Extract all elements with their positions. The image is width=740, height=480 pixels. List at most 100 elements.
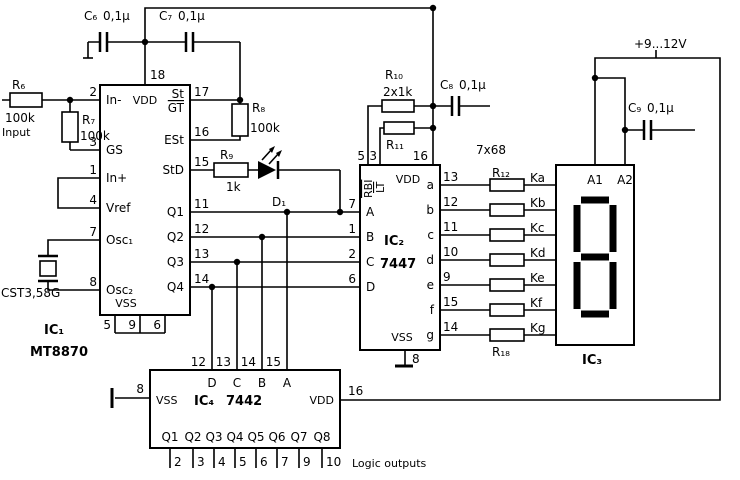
wire-c7-leads: [145, 41, 241, 100]
ic2-seg-d-label: d: [426, 253, 434, 267]
ic4-pin5-num: 5: [239, 455, 247, 469]
ic1-pin5-num: 5: [103, 318, 111, 332]
ic1-pin1-num: 1: [89, 163, 97, 177]
ic2-input-d-label: D: [366, 280, 375, 294]
ic1-pin18-num: 18: [150, 68, 165, 82]
ic2-pin15-num: 15: [443, 295, 458, 309]
display-kg-label: Kg: [530, 321, 546, 335]
ic4-q3-label: Q3: [205, 430, 222, 444]
wire-oscillator: [47, 239, 100, 291]
resistor-r14-body: [489, 228, 525, 242]
ic4-pin12-num: 12: [191, 355, 206, 369]
capacitor-c7-plates: [184, 32, 195, 52]
ic2-pin14-num: 14: [443, 320, 458, 334]
resistor-r10-body: [381, 99, 415, 113]
display-kf-label: Kf: [530, 296, 543, 310]
resistor-r6-body: [9, 92, 43, 108]
ic4-q5-label: Q5: [247, 430, 264, 444]
ic2-pin1-num: 1: [348, 222, 356, 236]
ic4-pin15-num: 15: [266, 355, 281, 369]
wire-pullups: [367, 105, 433, 165]
r10-value-label: 2x1k: [383, 85, 412, 99]
ic4-pin13-num: 13: [216, 355, 231, 369]
crystal-body: [39, 260, 57, 277]
junction-dot: [591, 74, 599, 82]
c6-ref-label: C₆: [84, 9, 97, 23]
ic4-q4-label: Q4: [226, 430, 243, 444]
logic-outputs-label: Logic outputs: [352, 457, 427, 470]
c7-ref-label: C₇: [159, 9, 172, 23]
display-ka-label: Ka: [530, 171, 545, 185]
c8-ref-label: C₈: [440, 78, 453, 92]
r6-ref-label: R₆: [12, 78, 25, 92]
ic4-q8-label: Q8: [313, 430, 330, 444]
resistor-r7-body: [61, 111, 79, 143]
ic2-input-c-label: C: [366, 255, 374, 269]
wire-segment-outputs: [440, 184, 556, 336]
wire-inplus-vref: [57, 177, 100, 209]
capacitor-c9-plates: [642, 120, 653, 140]
ic1-q1-label: Q1: [167, 205, 184, 219]
display-ke-label: Ke: [530, 271, 545, 285]
ic2-pin13-num: 13: [443, 170, 458, 184]
ic2-pin10-num: 10: [443, 245, 458, 259]
ic1-pin6-num: 6: [153, 318, 161, 332]
junction-dot: [283, 208, 291, 216]
ic2-pin12-num: 12: [443, 195, 458, 209]
ic2-pin5-num: 5: [357, 149, 365, 163]
ic1-pin15-num: 15: [194, 155, 209, 169]
ic4-ref-label: IC₄: [194, 394, 214, 409]
resistor-r15-body: [489, 253, 525, 267]
ic1-pin7-num: 7: [89, 225, 97, 239]
ic4-pin3-num: 3: [197, 455, 205, 469]
r7-value-label: 100k: [80, 129, 110, 143]
resistor-r9-body: [213, 162, 249, 178]
led-d1-arrow-1-head: [269, 146, 275, 153]
display-kd-label: Kd: [530, 246, 546, 260]
ic4-pin9-num: 9: [303, 455, 311, 469]
wire-std-led: [190, 169, 341, 212]
ic1-pin11-num: 11: [194, 197, 209, 211]
r12-ref-label: R₁₂: [492, 166, 510, 180]
resistor-r17-body: [489, 303, 525, 317]
ic1-pin8-num: 8: [89, 275, 97, 289]
junction-dot: [66, 96, 74, 104]
ic2-vss-label: VSS: [391, 331, 413, 344]
ic1-osc1-label: Osc₁: [106, 233, 133, 247]
ic4-pin10-num: 10: [326, 455, 341, 469]
input-label: Input: [2, 126, 31, 139]
junction-dot: [429, 124, 437, 132]
ic4-box: [149, 369, 341, 449]
ic1-pin3-num: 3: [89, 135, 97, 149]
c8-value-label: 0,1µ: [459, 78, 486, 92]
ic4-q7-label: Q7: [290, 430, 307, 444]
wire-vdd-top-rail: [144, 7, 434, 165]
ic2-rbi-label: RBI: [362, 180, 375, 198]
ic1-std-label: StD: [162, 163, 184, 177]
junction-dot: [258, 233, 266, 241]
ic1-q3-label: Q3: [167, 255, 184, 269]
ic2-seg-a-label: a: [427, 178, 434, 192]
ic1-ref-label: IC₁: [44, 323, 64, 338]
ic4-pin2-num: 2: [174, 455, 182, 469]
ic1-pin4-num: 4: [89, 193, 97, 207]
resistor-r16-body: [489, 278, 525, 292]
display-kb-label: Kb: [530, 196, 546, 210]
ic2-seg-f-label: f: [430, 303, 435, 317]
junction-dot: [429, 102, 437, 110]
ic1-vss-label: VSS: [115, 297, 137, 310]
ic4-q6-label: Q6: [268, 430, 285, 444]
ic4-input-c-label: C: [233, 376, 241, 390]
junction-dot: [208, 283, 216, 291]
c7-value-label: 0,1µ: [178, 9, 205, 23]
ic4-part-label: 7442: [226, 394, 262, 409]
r8-ref-label: R₈: [252, 101, 265, 115]
ic1-est-label: ESt: [164, 133, 184, 147]
resistor-r18-body: [489, 328, 525, 342]
crystal-plates: [38, 254, 58, 283]
ic1-box: [99, 84, 191, 316]
junction-dot: [429, 4, 437, 12]
ic1-in-minus-label: In-: [106, 93, 121, 107]
